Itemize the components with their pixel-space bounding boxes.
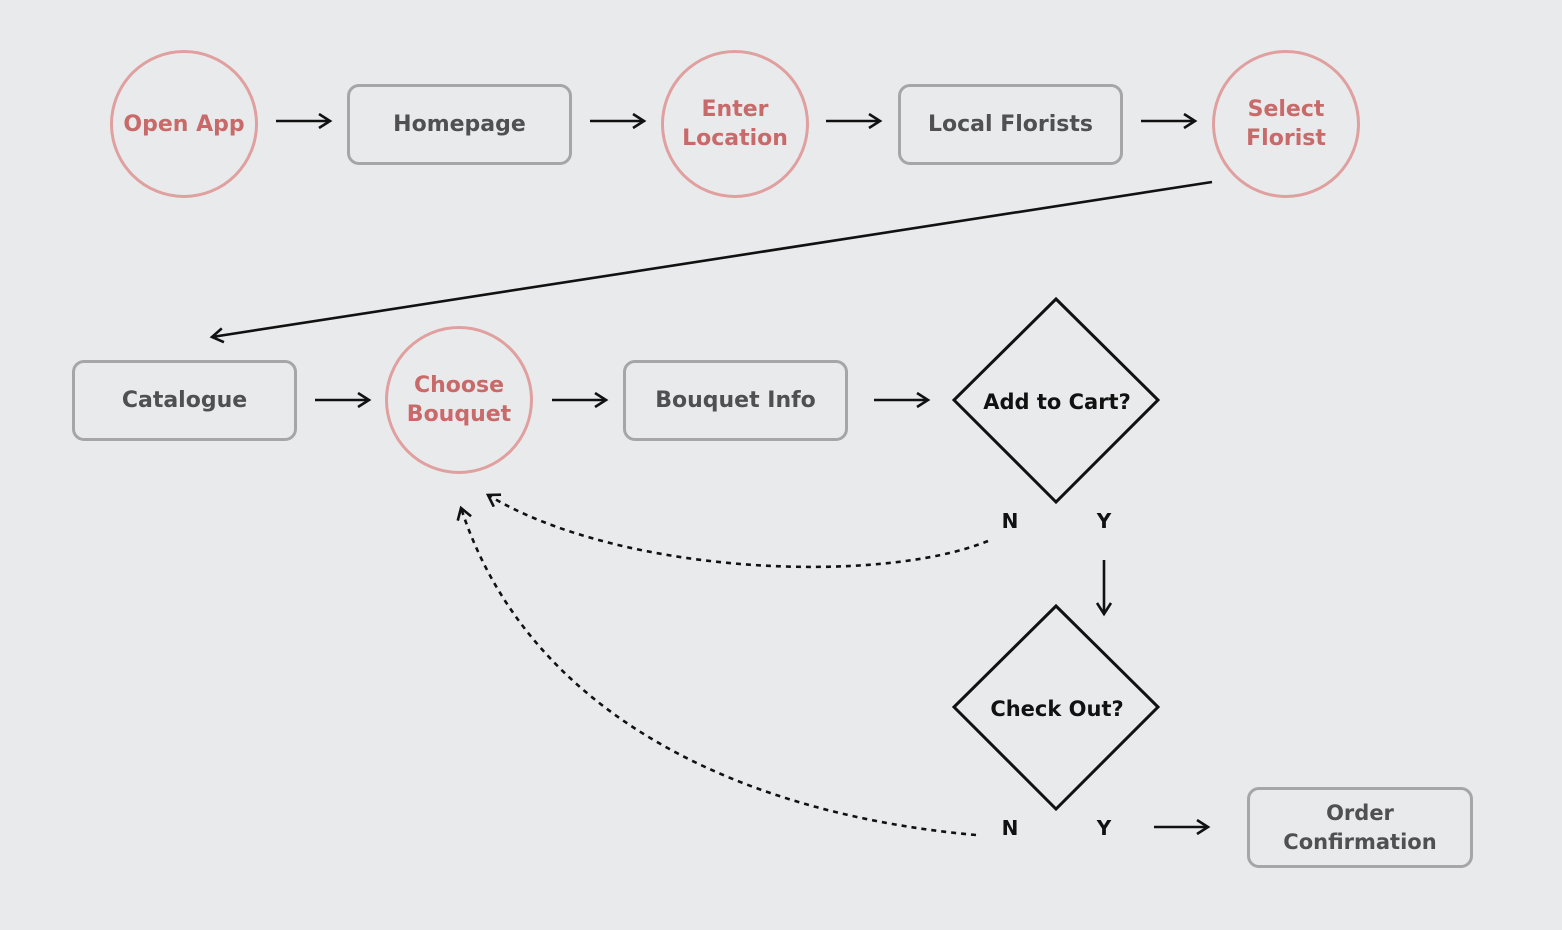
decision-add-to-cart-label: Add to Cart?	[983, 390, 1131, 414]
node-order-confirmation-label: Order Confirmation	[1283, 800, 1437, 854]
node-open-app-label: Open App	[123, 111, 245, 137]
node-local-florists: Local Florists	[898, 84, 1123, 165]
node-select-florist: Select Florist	[1212, 50, 1360, 198]
decision-check-out-label: Check Out?	[990, 697, 1124, 721]
decision-add-to-cart-yes-label: Y	[1096, 509, 1112, 533]
decision-diamond-add-to-cart	[951, 296, 1161, 505]
node-homepage-label: Homepage	[393, 112, 526, 137]
node-enter-location: Enter Location	[661, 50, 809, 198]
arrow-check-out-no-to-choose-bouquet	[461, 508, 977, 837]
decision-check-out-no-label: N	[1001, 816, 1019, 840]
node-homepage: Homepage	[347, 84, 572, 165]
node-bouquet-info: Bouquet Info	[623, 360, 848, 441]
arrow-add-to-cart-no-to-choose-bouquet	[488, 495, 989, 569]
node-enter-location-label: Enter Location	[682, 97, 788, 151]
node-choose-bouquet-label: Choose Bouquet	[406, 373, 512, 427]
node-order-confirmation: Order Confirmation	[1247, 787, 1473, 868]
decision-check-out-yes-label: Y	[1096, 816, 1112, 840]
node-catalogue-label: Catalogue	[121, 388, 248, 413]
decision-add-to-cart-no-label: N	[1001, 509, 1019, 533]
node-catalogue: Catalogue	[72, 360, 297, 441]
node-open-app: Open App	[110, 50, 258, 198]
node-local-florists-label: Local Florists	[928, 112, 1093, 137]
node-choose-bouquet: Choose Bouquet	[385, 326, 533, 474]
arrow-select-florist-to-catalogue	[212, 180, 1213, 337]
decision-diamond-check-out	[951, 603, 1161, 812]
node-select-florist-label: Select Florist	[1246, 97, 1326, 151]
node-bouquet-info-label: Bouquet Info	[655, 388, 816, 413]
